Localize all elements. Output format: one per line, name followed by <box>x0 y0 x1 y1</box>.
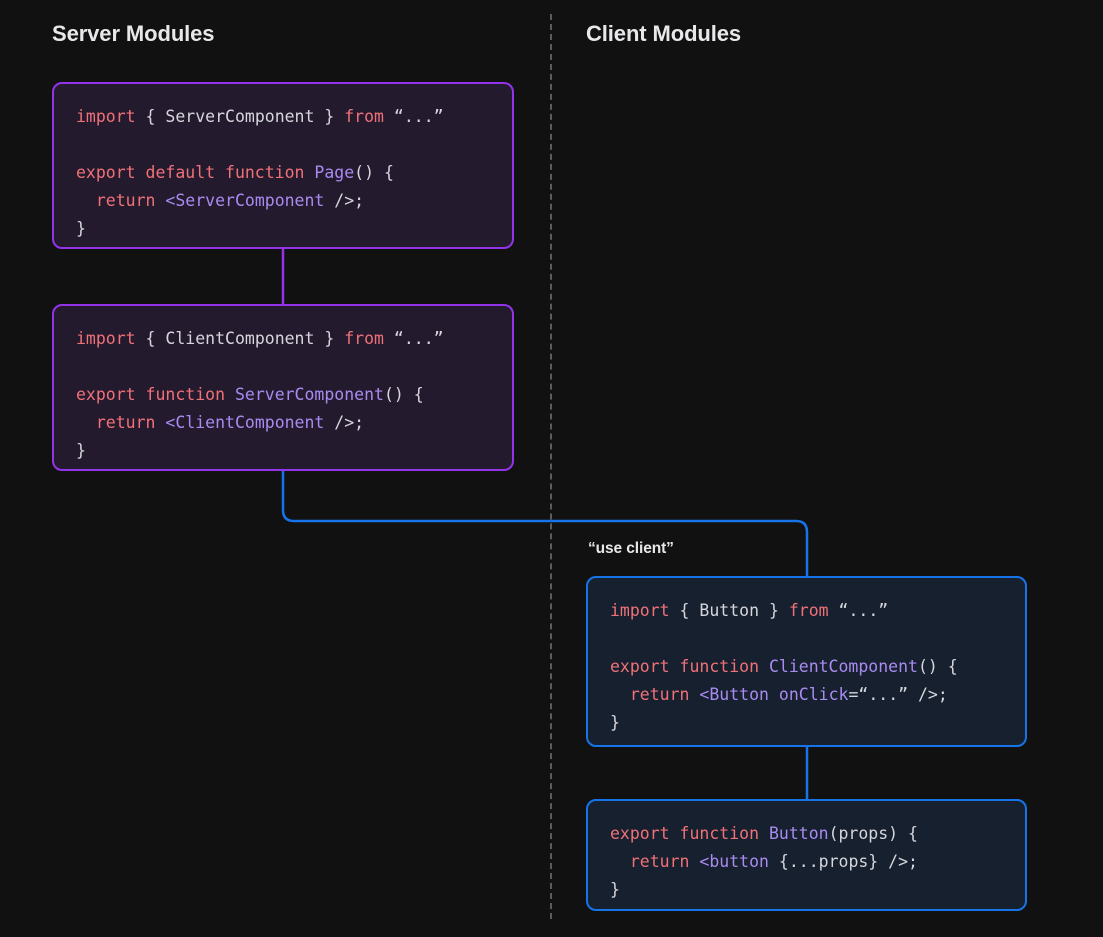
code-line: } <box>610 876 1003 904</box>
code-token: } <box>76 219 86 238</box>
code-token: <ServerComponent <box>165 191 325 210</box>
code-line: } <box>76 215 490 243</box>
code-token: export function <box>76 385 226 404</box>
code-token: { <box>135 329 166 348</box>
code-token: from <box>788 601 829 620</box>
code-block-page-module[interactable]: import { ServerComponent } from “...” ex… <box>52 82 514 249</box>
code-token: return <box>95 413 156 432</box>
code-token: } <box>759 601 789 620</box>
code-line: } <box>610 709 1003 737</box>
code-token: <button <box>699 852 769 871</box>
code-line: return <button {...props} />; <box>610 848 1003 876</box>
code-token <box>759 657 769 676</box>
server-modules-heading: Server Modules <box>52 21 215 46</box>
code-line: import { ClientComponent } from “...” <box>76 325 490 353</box>
code-token: <ClientComponent <box>165 413 325 432</box>
code-token: import <box>76 329 136 348</box>
code-token <box>155 191 165 210</box>
code-token: import <box>76 107 136 126</box>
code-token: } <box>76 441 86 460</box>
code-token <box>689 685 699 704</box>
code-line: export default function Page() { <box>76 159 490 187</box>
code-token: } <box>314 107 345 126</box>
code-token: return <box>629 852 690 871</box>
code-token <box>610 852 630 871</box>
code-token: />; <box>324 413 365 432</box>
code-token <box>610 685 630 704</box>
code-token: />; <box>324 191 365 210</box>
server-client-divider <box>550 14 552 919</box>
code-line <box>76 131 490 159</box>
client-modules-heading: Client Modules <box>586 21 742 46</box>
code-token: “...” <box>384 329 444 348</box>
code-line <box>610 625 1003 653</box>
code-token: “...” <box>828 601 889 620</box>
code-token: from <box>344 329 384 348</box>
code-token <box>689 852 699 871</box>
code-token: Button <box>768 824 829 843</box>
code-token: {...props} />; <box>768 852 918 871</box>
code-token: } <box>314 329 345 348</box>
code-line: return <ServerComponent />; <box>76 187 490 215</box>
code-token: return <box>95 191 156 210</box>
code-line: return <ClientComponent />; <box>76 409 490 437</box>
code-token: } <box>610 713 620 732</box>
code-token: onClick <box>778 685 849 704</box>
code-token: <Button <box>699 685 769 704</box>
code-token: ServerComponent <box>234 385 384 404</box>
code-token: ClientComponent <box>165 329 315 348</box>
code-token <box>769 685 779 704</box>
code-token: { <box>669 601 700 620</box>
code-token: () { <box>917 657 958 676</box>
code-token: =“...” />; <box>848 685 948 704</box>
connector-servercomponent-to-clientcomponent <box>281 470 809 578</box>
code-token: import <box>610 601 670 620</box>
code-line: import { Button } from “...” <box>610 597 1003 625</box>
code-token: “...” <box>384 107 444 126</box>
code-block-button-module[interactable]: export function Button(props) { return <… <box>586 799 1027 911</box>
code-token: (props) { <box>828 824 918 843</box>
code-token: } <box>610 880 620 899</box>
code-token: return <box>629 685 690 704</box>
code-token: export function <box>610 824 760 843</box>
code-token: Page <box>314 163 355 182</box>
code-line <box>76 353 490 381</box>
code-line: return <Button onClick=“...” />; <box>610 681 1003 709</box>
code-token <box>155 413 165 432</box>
code-block-server-component-module[interactable]: import { ClientComponent } from “...” ex… <box>52 304 514 471</box>
code-token <box>76 191 96 210</box>
code-token: export default function <box>76 163 305 182</box>
use-client-directive-label: “use client” <box>588 540 674 557</box>
code-line: export function Button(props) { <box>610 820 1003 848</box>
code-token <box>225 385 235 404</box>
code-token: Button <box>699 601 760 620</box>
code-line: import { ServerComponent } from “...” <box>76 103 490 131</box>
code-block-client-component-module[interactable]: import { Button } from “...” export func… <box>586 576 1027 747</box>
code-token: export function <box>610 657 760 676</box>
code-line: } <box>76 437 490 465</box>
code-token: ClientComponent <box>768 657 918 676</box>
code-token: () { <box>354 163 394 182</box>
code-line: export function ClientComponent() { <box>610 653 1003 681</box>
code-token: () { <box>383 385 424 404</box>
code-token: { <box>135 107 166 126</box>
code-token: ServerComponent <box>165 107 315 126</box>
code-line: export function ServerComponent() { <box>76 381 490 409</box>
code-token <box>76 413 96 432</box>
code-token: from <box>344 107 384 126</box>
code-token <box>304 163 314 182</box>
code-token <box>759 824 769 843</box>
